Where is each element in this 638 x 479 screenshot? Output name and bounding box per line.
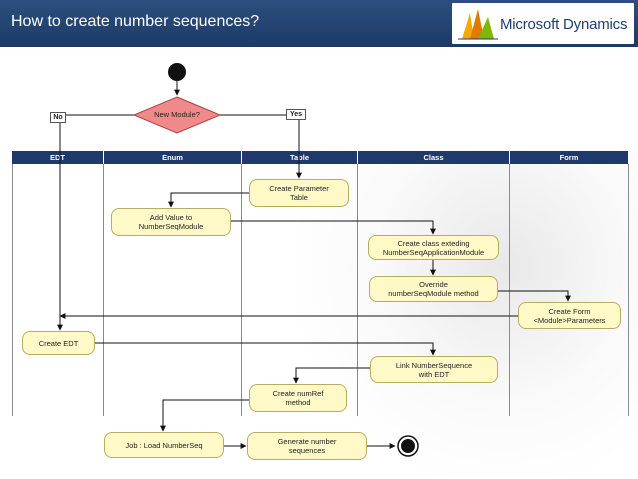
lane-divider: [357, 164, 358, 416]
lane-header-class: Class: [358, 151, 509, 164]
connector: [168, 192, 249, 208]
node-job-load-numberseq: Job : Load NumberSeq: [104, 432, 224, 458]
decision-diamond: [132, 96, 222, 134]
header-bar: How to create number sequences? Microsof…: [0, 0, 638, 47]
node-create-form: Create Form <Module>Parameters: [518, 302, 621, 329]
lane-divider: [509, 164, 510, 416]
end-node-core: [401, 439, 415, 453]
node-create-numref-method: Create numRef method: [249, 384, 347, 412]
lane-header-form: Form: [510, 151, 628, 164]
lane-header-enum: Enum: [104, 151, 241, 164]
node-link-numbersequence: Link NumberSequence with EDT: [370, 356, 498, 383]
connector: [160, 399, 249, 432]
decision-label: New Module?: [154, 110, 200, 119]
connector: [231, 220, 436, 235]
connector-yes: [220, 114, 302, 179]
microsoft-dynamics-logo: Microsoft Dynamics: [452, 3, 634, 44]
lane-divider: [628, 164, 629, 416]
lane-divider: [12, 164, 13, 416]
no-label: No: [50, 112, 66, 123]
lane-divider: [241, 164, 242, 416]
dynamics-logo-icon: [458, 9, 498, 40]
connector: [498, 290, 571, 302]
connector: [95, 342, 436, 356]
yes-label: Yes: [286, 109, 306, 120]
node-create-edt: Create EDT: [22, 331, 95, 355]
node-add-value-to-numberseqmodule: Add Value to NumberSeqModule: [111, 208, 231, 236]
start-node: [168, 63, 186, 81]
connector: [293, 367, 370, 384]
logo-text: Microsoft Dynamics: [500, 16, 628, 33]
lane-divider: [103, 164, 104, 416]
node-create-class-extending: Create class exteding NumberSeqApplicati…: [368, 235, 499, 260]
node-create-parameter-table: Create Parameter Table: [249, 179, 349, 207]
page-title: How to create number sequences?: [11, 13, 260, 30]
node-override-method: Override numberSeqModule method: [369, 276, 498, 302]
lane-header-edt: EDT: [12, 151, 103, 164]
node-generate-number-sequences: Generate number sequences: [247, 432, 367, 460]
